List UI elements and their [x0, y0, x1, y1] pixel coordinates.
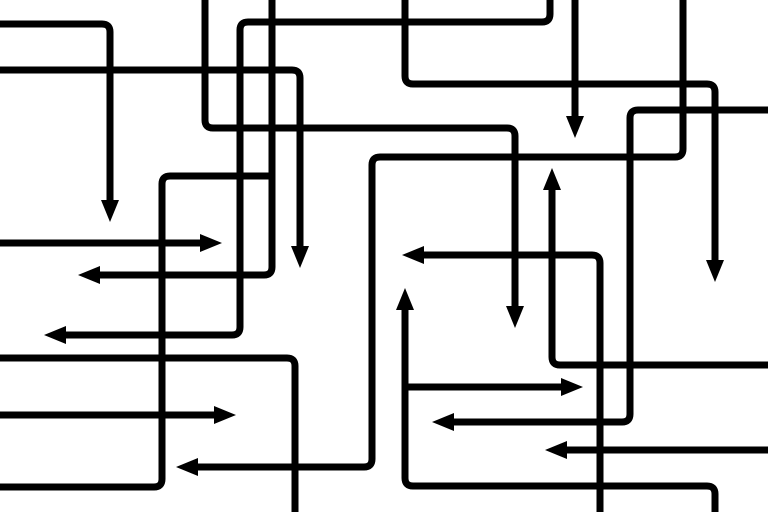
arrow-route-13-line	[422, 251, 604, 512]
arrow-route-05-arrowhead-icon	[566, 116, 584, 138]
arrow-route-14-line	[548, 188, 768, 369]
connector-11-line	[0, 172, 272, 491]
arrow-route-17-arrowhead-icon	[396, 288, 414, 310]
arrow-route-15-arrowhead-icon	[432, 413, 454, 431]
arrow-route-15-line	[452, 106, 768, 426]
arrow-route-10-arrowhead-icon	[214, 406, 236, 424]
arrow-route-07-line	[64, 0, 554, 339]
arrow-route-08-line	[196, 0, 687, 471]
arrow-route-02-arrowhead-icon	[291, 246, 309, 268]
arrow-route-14-arrowhead-icon	[543, 168, 561, 190]
arrow-route-03-arrowhead-icon	[506, 306, 524, 328]
arrow-route-01-line	[0, 20, 114, 202]
arrow-route-04-line	[401, 0, 719, 262]
arrow-route-04-arrowhead-icon	[706, 260, 724, 282]
arrow-route-17-line	[401, 308, 719, 512]
arrow-route-06-arrowhead-icon	[78, 266, 100, 284]
arrow-route-09-arrowhead-icon	[200, 234, 222, 252]
arrow-route-03-line	[201, 0, 519, 308]
connector-12-line	[0, 354, 299, 512]
arrow-route-06-line	[98, 0, 276, 279]
arrow-route-08-arrowhead-icon	[176, 458, 198, 476]
arrow-route-01-arrowhead-icon	[101, 200, 119, 222]
arrow-route-02-line	[0, 66, 304, 248]
arrow-route-13-arrowhead-icon	[402, 246, 424, 264]
arrow-route-16-arrowhead-icon	[545, 441, 567, 459]
arrow-route-07-arrowhead-icon	[44, 326, 66, 344]
arrow-route-18-arrowhead-icon	[561, 378, 583, 396]
